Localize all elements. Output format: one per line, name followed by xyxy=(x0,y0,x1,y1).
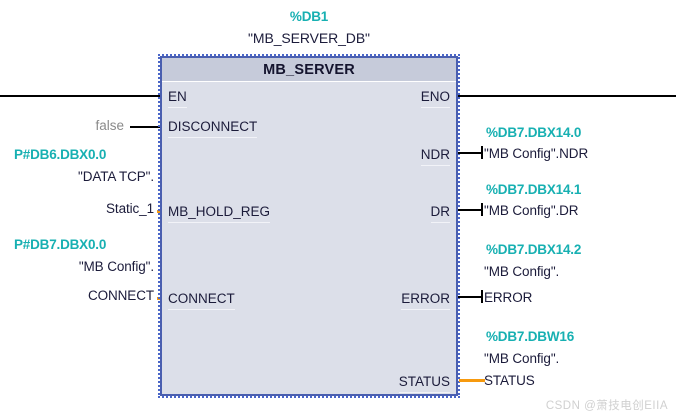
connect-address[interactable]: P#DB7.DBX0.0 xyxy=(14,237,107,252)
status-address[interactable]: %DB7.DBW16 xyxy=(486,329,575,344)
connect-symbol-line1[interactable]: "MB Config". xyxy=(78,259,154,274)
status-symbol-line1[interactable]: "MB Config". xyxy=(484,351,560,366)
status-symbol-line2[interactable]: STATUS xyxy=(484,373,535,388)
pin-connect[interactable]: CONNECT xyxy=(168,292,235,310)
block-title: MB_SERVER xyxy=(162,58,456,82)
ndr-output-terminal xyxy=(481,146,483,159)
disconnect-input-wire xyxy=(130,126,162,128)
pin-en[interactable]: EN xyxy=(168,90,187,108)
ndr-address[interactable]: %DB7.DBX14.0 xyxy=(486,125,582,140)
mb-hold-reg-symbol-line1[interactable]: "DATA TCP". xyxy=(78,169,154,184)
status-output-wire xyxy=(459,379,485,382)
csdn-watermark: CSDN @萧技电创EIIA xyxy=(545,400,668,412)
disconnect-input-value: false xyxy=(95,118,124,133)
error-symbol-line2[interactable]: ERROR xyxy=(484,290,533,305)
instance-db-name: "MB_SERVER_DB" xyxy=(248,30,370,46)
pin-disconnect[interactable]: DISCONNECT xyxy=(168,120,258,138)
pin-eno[interactable]: ENO xyxy=(420,90,450,108)
ndr-symbol[interactable]: "MB Config".NDR xyxy=(484,146,589,161)
pin-dr[interactable]: DR xyxy=(430,205,450,223)
error-symbol-line1[interactable]: "MB Config". xyxy=(484,264,560,279)
ndr-output-wire xyxy=(458,152,482,154)
pin-ndr[interactable]: NDR xyxy=(420,148,450,166)
mb-server-function-block[interactable]: MB_SERVER EN DISCONNECT MB_HOLD_REG CONN… xyxy=(158,54,460,398)
pin-error[interactable]: ERROR xyxy=(401,292,450,310)
dr-address[interactable]: %DB7.DBX14.1 xyxy=(486,182,582,197)
pin-mb-hold-reg[interactable]: MB_HOLD_REG xyxy=(168,205,271,223)
dr-output-terminal xyxy=(481,203,483,216)
eno-output-rail-wire xyxy=(458,95,676,97)
error-address[interactable]: %DB7.DBX14.2 xyxy=(486,242,582,257)
en-power-rail-wire xyxy=(0,95,162,97)
error-output-wire xyxy=(458,296,482,298)
pin-status[interactable]: STATUS xyxy=(398,375,450,393)
dr-symbol[interactable]: "MB Config".DR xyxy=(484,203,579,218)
error-output-terminal xyxy=(481,290,483,303)
mb-hold-reg-symbol-line2[interactable]: Static_1 xyxy=(106,201,154,216)
dr-output-wire xyxy=(458,209,482,211)
mb-hold-reg-address[interactable]: P#DB6.DBX0.0 xyxy=(14,147,107,162)
connect-symbol-line2[interactable]: CONNECT xyxy=(87,288,154,303)
instance-db-address: %DB1 xyxy=(289,9,329,24)
